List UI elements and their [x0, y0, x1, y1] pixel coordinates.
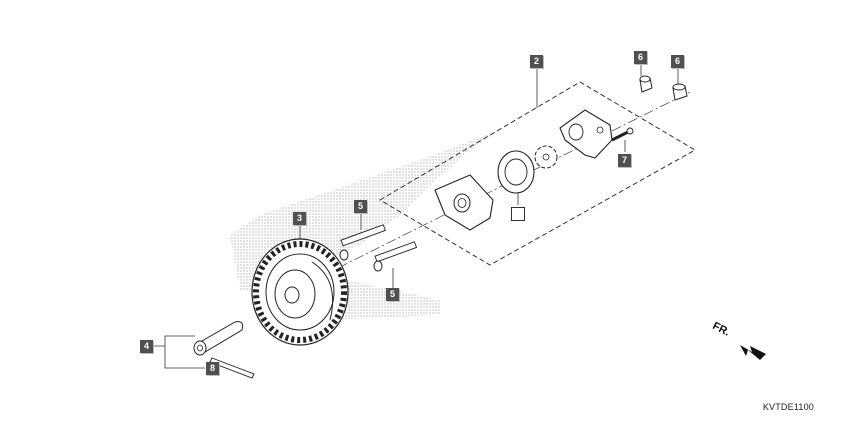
- pump-shaft: [193, 321, 244, 356]
- pump-cover: [559, 109, 613, 159]
- callout-8: 8: [206, 362, 219, 375]
- front-direction-arrow: [740, 345, 766, 360]
- callout-6-left: 6: [634, 51, 647, 64]
- leader-lines: [153, 64, 679, 369]
- assembly-dashed-outline: [379, 81, 697, 266]
- callout-empty: [511, 207, 525, 221]
- callout-4: 4: [140, 340, 153, 353]
- callout-3: 3: [293, 212, 306, 225]
- callout-7: 7: [618, 154, 631, 167]
- dowel-sleeve-left: [639, 75, 653, 93]
- callout-5-upper: 5: [354, 200, 367, 213]
- callout-5-lower: 5: [386, 288, 399, 301]
- pump-body: [434, 174, 494, 231]
- callout-6-right: 6: [671, 55, 684, 68]
- bolt-upper: [339, 224, 386, 261]
- outer-rotor: [497, 150, 535, 194]
- dowel-sleeve-right: [672, 83, 688, 101]
- camshaft-gear: [251, 238, 349, 346]
- inner-rotor: [534, 145, 558, 169]
- callout-2: 2: [530, 55, 543, 68]
- dowel-pin: [209, 357, 255, 379]
- bolt-lower: [373, 241, 418, 272]
- diagram-code: KVTDE1100: [762, 402, 814, 412]
- cover-screw: [611, 127, 634, 142]
- axis-line: [289, 91, 691, 293]
